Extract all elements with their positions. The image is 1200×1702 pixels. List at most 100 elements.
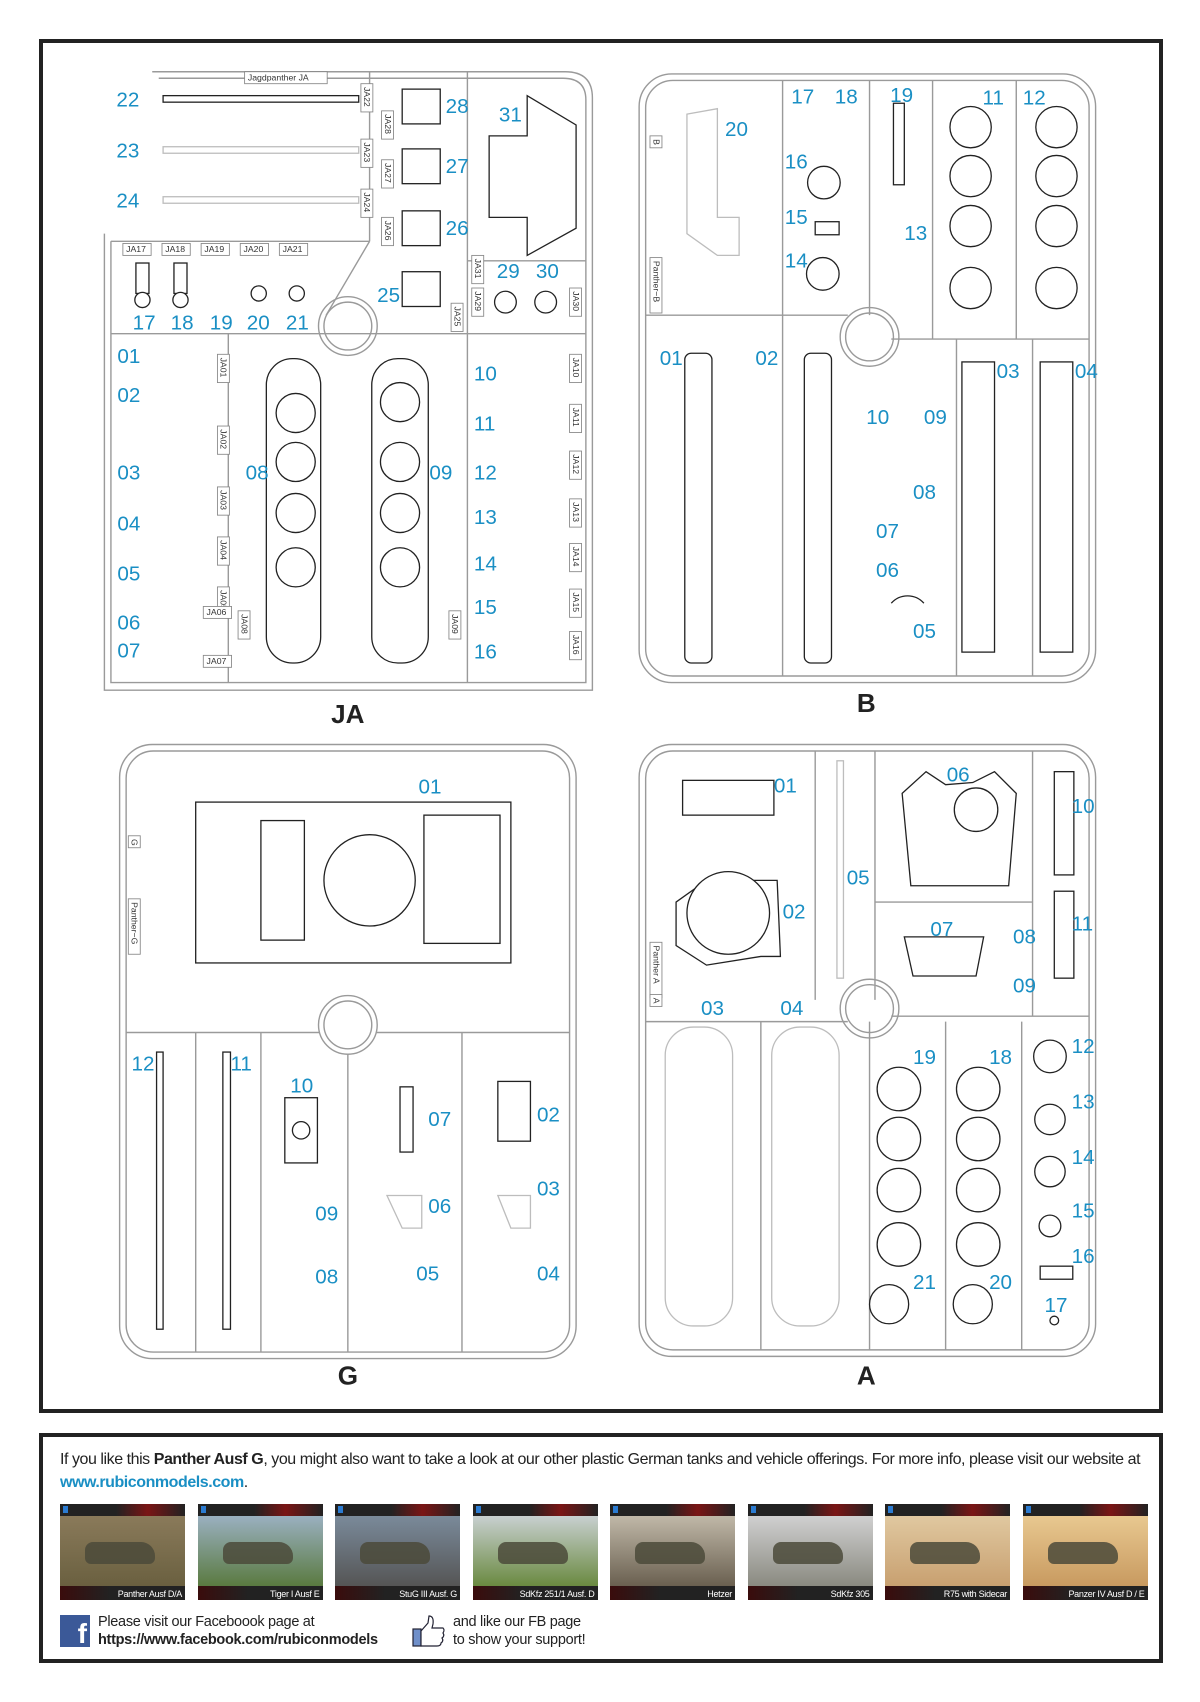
card-footer: Panther Ausf D/A xyxy=(60,1586,185,1600)
product-card[interactable]: Tiger I Ausf E xyxy=(197,1504,323,1600)
part-number: 11 xyxy=(983,86,1004,109)
sprue-ja xyxy=(103,71,594,691)
rubicon-logo xyxy=(63,1506,70,1513)
card-header xyxy=(60,1504,185,1516)
sprue-tag-label: Jagdpanther JA xyxy=(248,72,309,82)
part-number: 10 xyxy=(290,1074,313,1097)
product-card[interactable]: Panzer IV Ausf D / E xyxy=(1022,1504,1148,1600)
sprue-letter-g: G xyxy=(338,1361,358,1391)
sprue-tag-label: JA24 xyxy=(362,192,372,212)
vehicle-illustration xyxy=(85,1542,155,1564)
sprue-tag: JA23 xyxy=(360,138,374,168)
sprue-b xyxy=(638,73,1097,684)
sprue-tag-label: B xyxy=(651,139,661,145)
rubicon-logo xyxy=(200,1506,208,1513)
part-number: 22 xyxy=(116,89,139,112)
part-number: 31 xyxy=(499,104,522,127)
sprue-tag: JA30 xyxy=(569,287,582,317)
part-number: 04 xyxy=(780,997,803,1020)
sprue-letter-ja: JA xyxy=(331,699,365,729)
product-card[interactable]: StuG III Ausf. G xyxy=(335,1504,460,1600)
product-image xyxy=(610,1516,735,1586)
sprue-tag-label: JA02 xyxy=(219,429,229,449)
part-number: 13 xyxy=(904,222,927,245)
sprue-tag: JA17 xyxy=(122,243,152,256)
rubicon-logo xyxy=(475,1506,483,1513)
part-number: 08 xyxy=(246,461,269,484)
sprue-tag: Panther A xyxy=(649,941,663,999)
sprue-tag: JA27 xyxy=(381,159,394,189)
part-number: 30 xyxy=(536,260,559,283)
part-number: 14 xyxy=(785,249,808,272)
part-number: 16 xyxy=(474,641,497,664)
rubicon-logo xyxy=(338,1506,345,1513)
website-link[interactable]: www.rubiconmodels.com xyxy=(60,1474,244,1491)
sprue-letter-a: A xyxy=(857,1361,876,1391)
product-card[interactable]: Panther Ausf D/A xyxy=(60,1504,185,1600)
sprue-tag: JA22 xyxy=(360,83,374,113)
card-header xyxy=(335,1504,460,1516)
part-number: 09 xyxy=(315,1203,338,1226)
instruction-frame xyxy=(39,39,1163,1413)
sprue-tag: JA01 xyxy=(216,353,230,384)
part-number: 11 xyxy=(1072,912,1093,935)
sprue-tag: B xyxy=(649,135,663,149)
part-number: 01 xyxy=(774,774,797,797)
sprue-tag-label: A xyxy=(651,998,661,1004)
part-number: 18 xyxy=(171,311,194,334)
card-header xyxy=(747,1504,873,1516)
product-card[interactable]: SdKfz 305 xyxy=(747,1504,873,1600)
part-number: 08 xyxy=(913,481,936,504)
part-number: 04 xyxy=(117,512,140,535)
thumbs-up-icon xyxy=(412,1615,445,1647)
sprue-tag-label: JA09 xyxy=(450,614,460,634)
part-number: 10 xyxy=(474,362,497,385)
part-number: 25 xyxy=(377,284,400,307)
part-number: 02 xyxy=(117,384,140,407)
sprue-tag-label: JA07 xyxy=(207,656,227,666)
part-number: 02 xyxy=(755,347,778,370)
card-footer: Panzer IV Ausf D / E xyxy=(1022,1586,1148,1600)
sprue-tag: JA14 xyxy=(569,542,582,573)
part-number: 19 xyxy=(210,311,233,334)
card-header xyxy=(197,1504,323,1516)
card-header xyxy=(885,1504,1010,1516)
part-number: 01 xyxy=(418,775,441,798)
product-card[interactable]: Hetzer xyxy=(610,1504,735,1600)
part-number: 10 xyxy=(866,406,889,429)
sprue-tag: Panther−G xyxy=(127,898,141,955)
sprue-tag-label: JA27 xyxy=(383,163,393,183)
facebook-text: Please visit our Faceboook page at https… xyxy=(98,1613,378,1649)
promo-text: If you like this Panther Ausf G, you mig… xyxy=(60,1448,1150,1494)
product-image xyxy=(1022,1516,1148,1586)
part-number: 05 xyxy=(847,867,870,890)
sprue-tag-label: JA08 xyxy=(239,614,249,634)
promo-footer: If you like this Panther Ausf G, you mig… xyxy=(39,1433,1163,1663)
sprue-tag-label: JA28 xyxy=(383,114,393,134)
sprue-tag-label: JA25 xyxy=(452,306,462,326)
facebook-icon[interactable]: f xyxy=(60,1615,90,1649)
part-number: 21 xyxy=(913,1271,936,1294)
product-card[interactable]: SdKfz 251/1 Ausf. D xyxy=(472,1504,598,1600)
part-number: 07 xyxy=(117,640,140,663)
sprue-tag-label: JA10 xyxy=(571,358,581,378)
card-header xyxy=(610,1504,735,1516)
part-number: 05 xyxy=(416,1262,439,1285)
part-number: 06 xyxy=(428,1195,451,1218)
sprue-tag-label: JA26 xyxy=(383,221,393,241)
part-number: 04 xyxy=(537,1262,560,1285)
part-number: 20 xyxy=(725,118,748,141)
road-wheels-a xyxy=(876,1066,1001,1267)
product-cards: Panther Ausf D/A Tiger I Ausf E StuG III… xyxy=(60,1504,1150,1600)
sprue-tag-label: JA11 xyxy=(571,408,581,427)
like-line1: and like our FB page xyxy=(453,1614,581,1630)
sprue-tag: JA09 xyxy=(448,610,462,640)
part-number: 27 xyxy=(446,155,469,178)
product-card[interactable]: R75 with Sidecar xyxy=(885,1504,1010,1600)
sprue-tag: JA11 xyxy=(569,403,582,433)
product-image xyxy=(885,1516,1010,1586)
product-image xyxy=(197,1516,323,1586)
sprue-tag: JA16 xyxy=(569,631,582,661)
facebook-url-link[interactable]: https://www.facebook.com/rubiconmodels xyxy=(98,1632,378,1648)
